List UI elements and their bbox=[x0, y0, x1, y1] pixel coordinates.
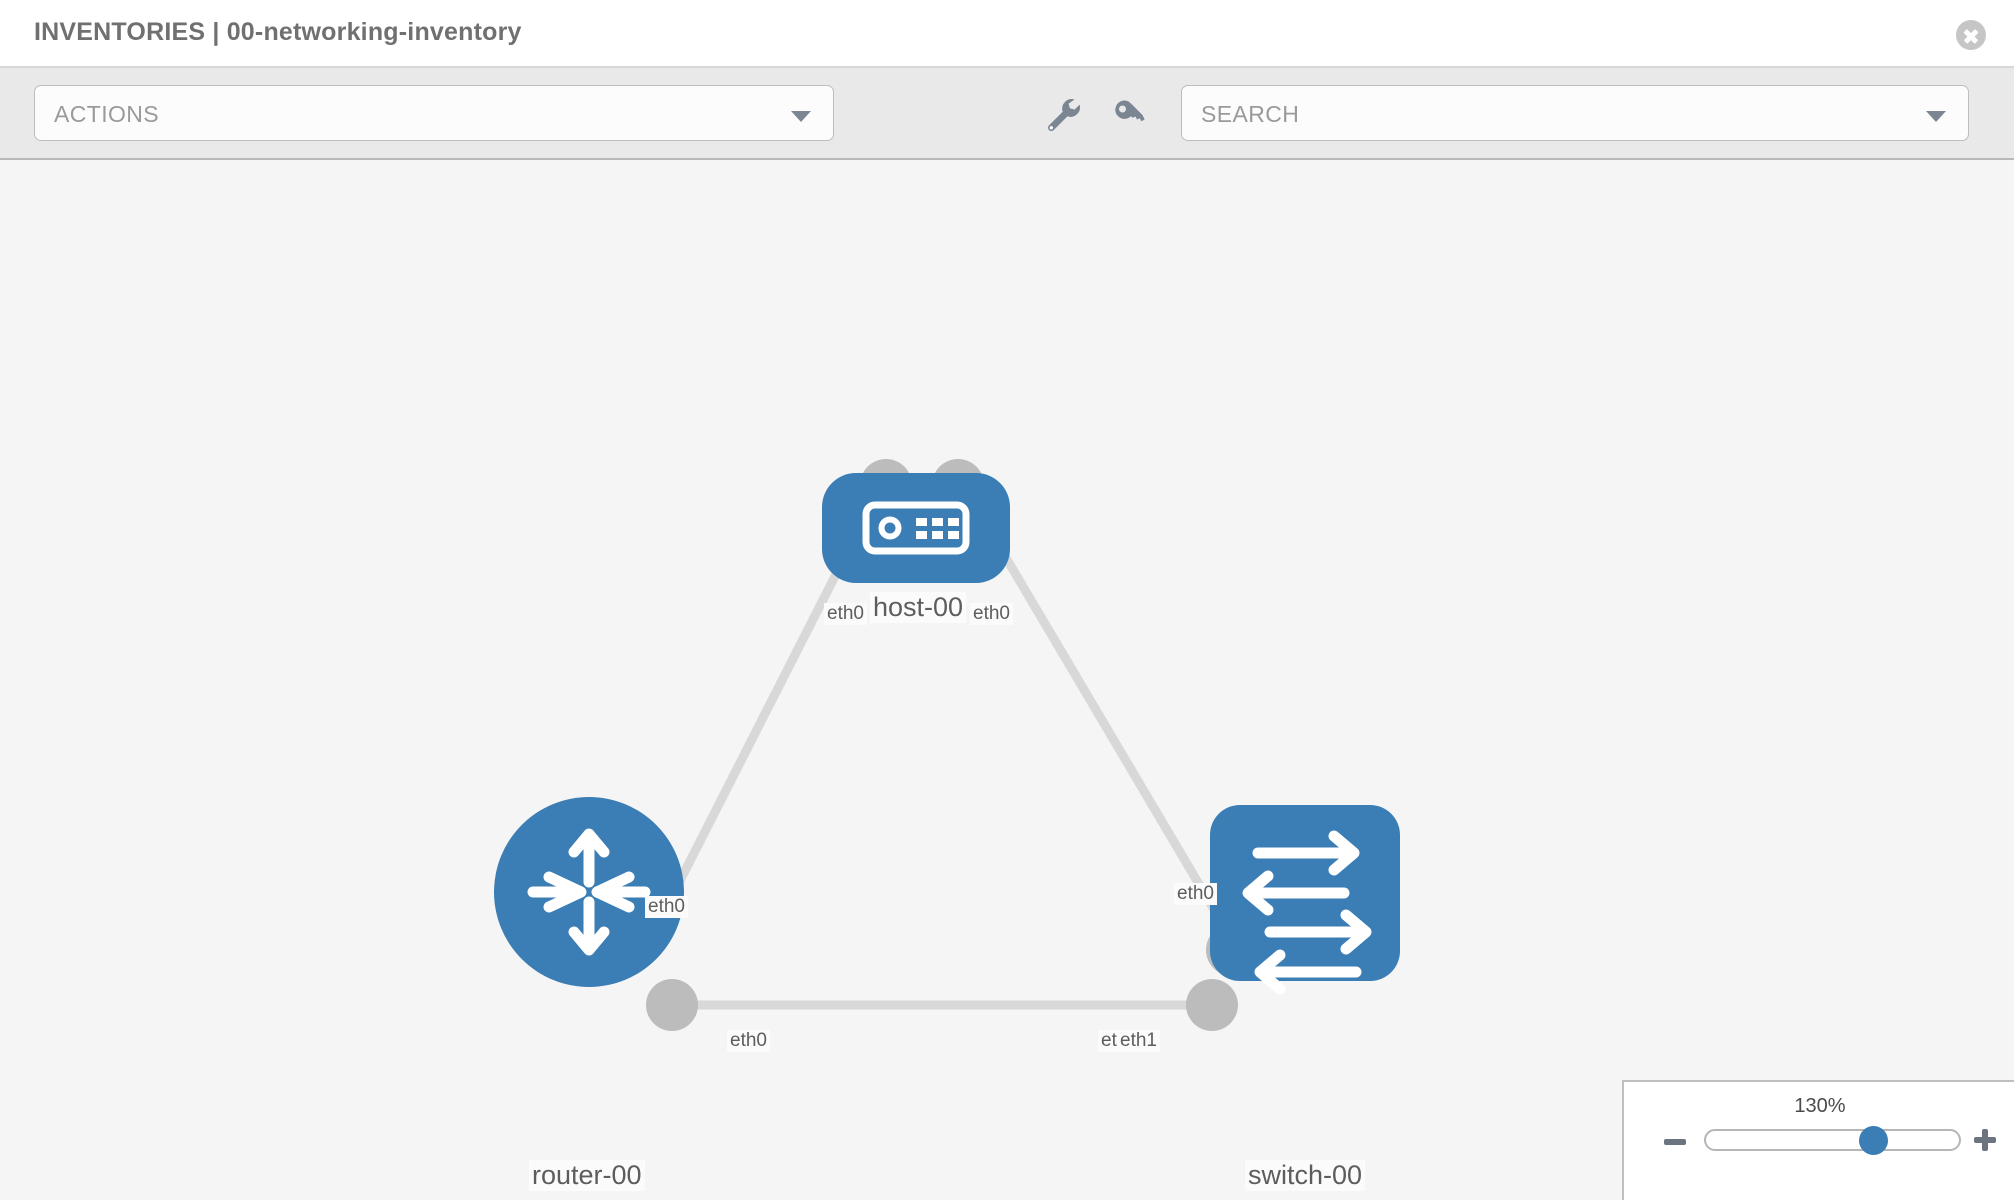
plus-icon[interactable] bbox=[1974, 1129, 1996, 1151]
chevron-down-icon[interactable] bbox=[1926, 111, 1946, 122]
key-icon[interactable] bbox=[1108, 94, 1152, 134]
interface-label: eth0 bbox=[727, 1030, 770, 1052]
chevron-down-icon bbox=[791, 111, 811, 122]
node-label-host-00: host-00 bbox=[870, 592, 967, 623]
node-switch-00[interactable] bbox=[1210, 805, 1400, 995]
interface-label: eth0 bbox=[1174, 883, 1217, 905]
zoom-slider[interactable] bbox=[1704, 1129, 1961, 1151]
actions-dropdown-label: ACTIONS bbox=[54, 101, 160, 127]
topology-graph bbox=[494, 459, 1400, 1031]
topology-canvas[interactable]: eth0 host-00 eth0 eth0 eth0 eth0 eth eth… bbox=[0, 160, 2014, 1200]
zoom-slider-handle[interactable] bbox=[1859, 1126, 1888, 1155]
actions-dropdown[interactable]: ACTIONS bbox=[34, 85, 834, 141]
node-router-00[interactable] bbox=[494, 797, 684, 987]
interface-label: eth0 bbox=[645, 896, 688, 918]
close-icon[interactable] bbox=[1956, 20, 1986, 50]
zoom-level-value: 130% bbox=[1794, 1095, 1846, 1117]
search-placeholder: SEARCH bbox=[1201, 101, 1300, 127]
toolbar: ACTIONS SEARCH bbox=[0, 68, 2014, 160]
wrench-icon[interactable] bbox=[1040, 94, 1084, 134]
minus-icon[interactable] bbox=[1664, 1139, 1686, 1145]
node-host-00[interactable] bbox=[822, 473, 1010, 583]
search-input[interactable]: SEARCH bbox=[1181, 85, 1969, 141]
interface-label: eth0 bbox=[824, 603, 867, 625]
interface-label: eth0 bbox=[970, 603, 1013, 625]
interface-stub bbox=[1186, 979, 1238, 1031]
page-title: INVENTORIES | 00-networking-inventory bbox=[34, 18, 522, 46]
node-label-switch-00: switch-00 bbox=[1245, 1160, 1366, 1191]
node-label-router-00: router-00 bbox=[529, 1160, 645, 1191]
zoom-control-panel: 130% bbox=[1622, 1080, 2014, 1200]
interface-stub bbox=[646, 979, 698, 1031]
page-header: INVENTORIES | 00-networking-inventory bbox=[0, 0, 2014, 68]
interface-label: eth1 bbox=[1117, 1030, 1160, 1052]
